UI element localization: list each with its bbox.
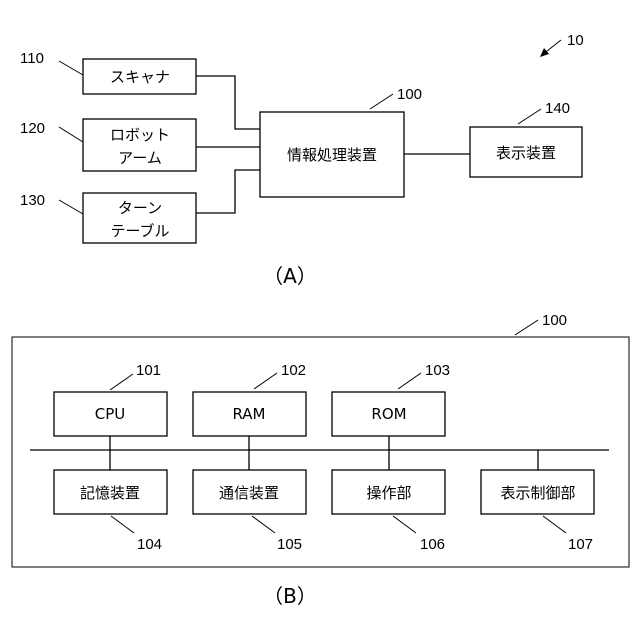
display-ctrl-leader xyxy=(542,515,567,534)
rom-label: ROM xyxy=(371,405,406,423)
robot-arm-box xyxy=(82,118,197,172)
turntable-connector xyxy=(196,169,260,214)
figure-b-caption: （B） xyxy=(263,584,317,608)
display-ctrl-ref: 107 xyxy=(568,536,593,553)
comm-box xyxy=(192,469,307,515)
storage-box xyxy=(53,469,168,515)
ram-box xyxy=(192,391,307,437)
rom-box xyxy=(331,391,446,437)
cpu-label: CPU xyxy=(95,405,126,423)
ram-leader xyxy=(253,372,278,390)
info-processor-label: 情報処理装置 xyxy=(287,146,377,164)
info-processor-frame xyxy=(11,336,630,568)
robot-arm-ref: 120 xyxy=(20,120,45,137)
operation-label: 操作部 xyxy=(366,484,411,502)
ram-label: RAM xyxy=(232,405,265,423)
figure-b: 100 CPU 101 RAM 102 ROM 103 記憶装置 104 通信装… xyxy=(11,312,630,608)
frame-ref: 100 xyxy=(542,312,567,329)
comm-label: 通信装置 xyxy=(219,484,279,502)
turntable-label-line1: ターン xyxy=(118,199,162,217)
scanner-leader xyxy=(58,60,84,76)
figure-a: 10 スキャナ 110 ロボット アーム 120 ターン テーブル 130 情報… xyxy=(20,32,584,288)
turntable-leader xyxy=(58,199,84,215)
turntable-box xyxy=(82,192,197,244)
comm-leader xyxy=(251,515,276,534)
comm-ref: 105 xyxy=(277,536,302,553)
storage-ref: 104 xyxy=(137,536,162,553)
storage-leader xyxy=(110,515,135,534)
operation-leader xyxy=(392,515,417,534)
scanner-connector xyxy=(196,75,260,130)
robot-arm-leader xyxy=(58,126,84,143)
cpu-box xyxy=(53,391,168,437)
frame-leader xyxy=(514,319,539,336)
turntable-ref: 130 xyxy=(20,192,45,209)
robot-arm-label-line1: ロボット xyxy=(110,126,170,144)
display-ctrl-box xyxy=(480,469,595,515)
info-processor-leader xyxy=(369,93,394,110)
turntable-label-line2: テーブル xyxy=(110,222,169,240)
cpu-leader xyxy=(109,373,134,391)
robot-arm-label-line2: アーム xyxy=(118,149,162,167)
display-device-label: 表示装置 xyxy=(496,144,556,162)
operation-ref: 106 xyxy=(420,536,445,553)
display-device-leader xyxy=(517,108,542,125)
rom-ref: 103 xyxy=(425,362,450,379)
system-ref-label: 10 xyxy=(567,32,584,49)
rom-leader xyxy=(397,372,422,390)
system-ref-arrow xyxy=(540,39,562,57)
display-device-ref: 140 xyxy=(545,100,570,117)
scanner-label: スキャナ xyxy=(110,68,170,86)
info-processor-ref: 100 xyxy=(397,86,422,103)
display-device-box xyxy=(469,126,583,178)
ram-ref: 102 xyxy=(281,362,306,379)
display-ctrl-label: 表示制御部 xyxy=(500,484,575,502)
storage-label: 記憶装置 xyxy=(80,484,140,502)
cpu-ref: 101 xyxy=(136,362,161,379)
figure-a-caption: （A） xyxy=(263,264,317,288)
scanner-ref: 110 xyxy=(20,50,44,67)
